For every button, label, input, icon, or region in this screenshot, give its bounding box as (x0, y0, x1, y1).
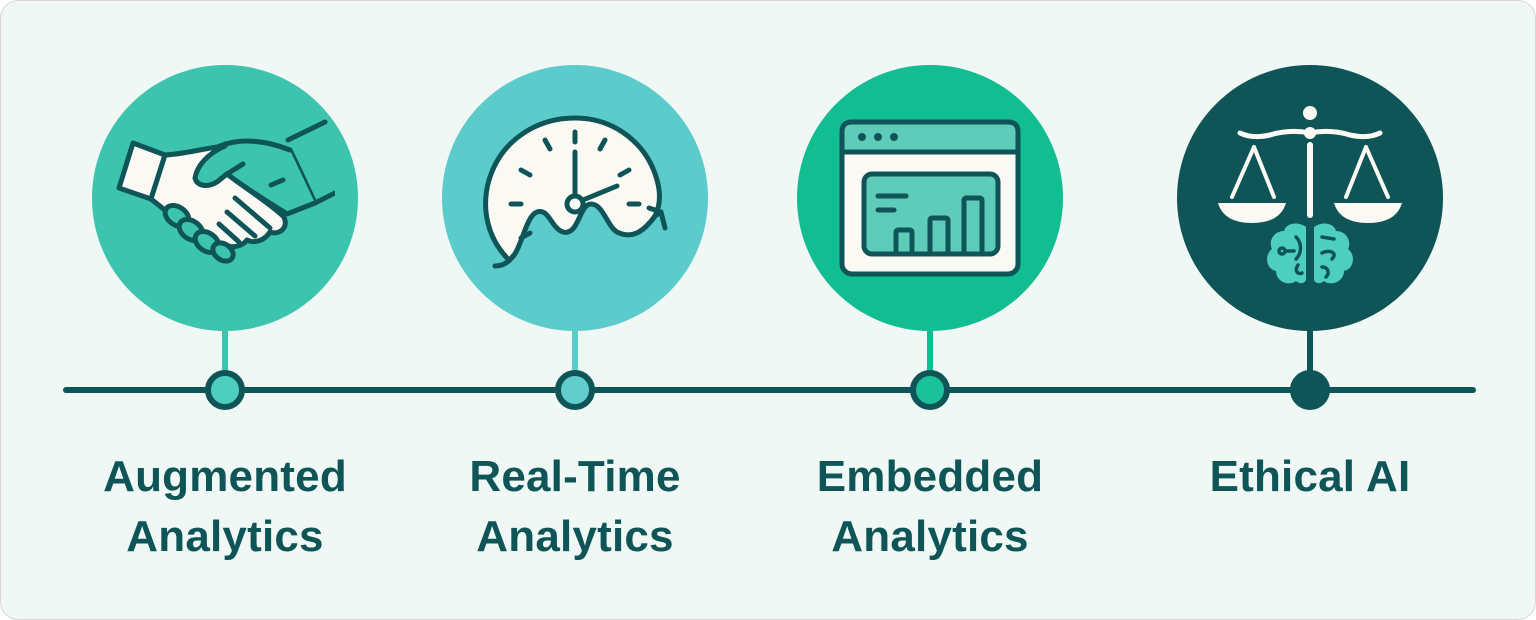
milestone-stem (222, 327, 228, 377)
label-line-2: Analytics (476, 512, 674, 561)
timeline-node[interactable] (205, 370, 245, 410)
milestone-stem (1307, 327, 1313, 377)
scales-brain-icon (1218, 106, 1402, 284)
milestone-stem (572, 327, 578, 377)
label-line-1: Ethical AI (1209, 452, 1411, 501)
timeline-node[interactable] (1290, 370, 1330, 410)
milestone-circle (1177, 65, 1443, 331)
milestone-circle (92, 65, 358, 331)
timeline-node[interactable] (555, 370, 595, 410)
label-line-1: Embedded (816, 452, 1044, 501)
handshake-icon (116, 119, 335, 264)
label-line-1: Real-Time (469, 452, 681, 501)
milestone-stem (927, 327, 933, 377)
milestone-label: Augmented Analytics (25, 447, 425, 567)
milestone-label: Embedded Analytics (730, 447, 1130, 567)
browser-chart-icon (839, 119, 1021, 277)
milestone-circle (442, 65, 708, 331)
label-line-2: Analytics (126, 512, 324, 561)
timeline-node[interactable] (910, 370, 950, 410)
milestone-circle (797, 65, 1063, 331)
label-line-1: Augmented (103, 452, 347, 501)
timeline-line (63, 387, 1476, 393)
label-line-2: Analytics (831, 512, 1029, 561)
milestone-label: Ethical AI (1110, 447, 1510, 507)
milestone-label: Real-Time Analytics (375, 447, 775, 567)
clock-icon (483, 115, 668, 269)
